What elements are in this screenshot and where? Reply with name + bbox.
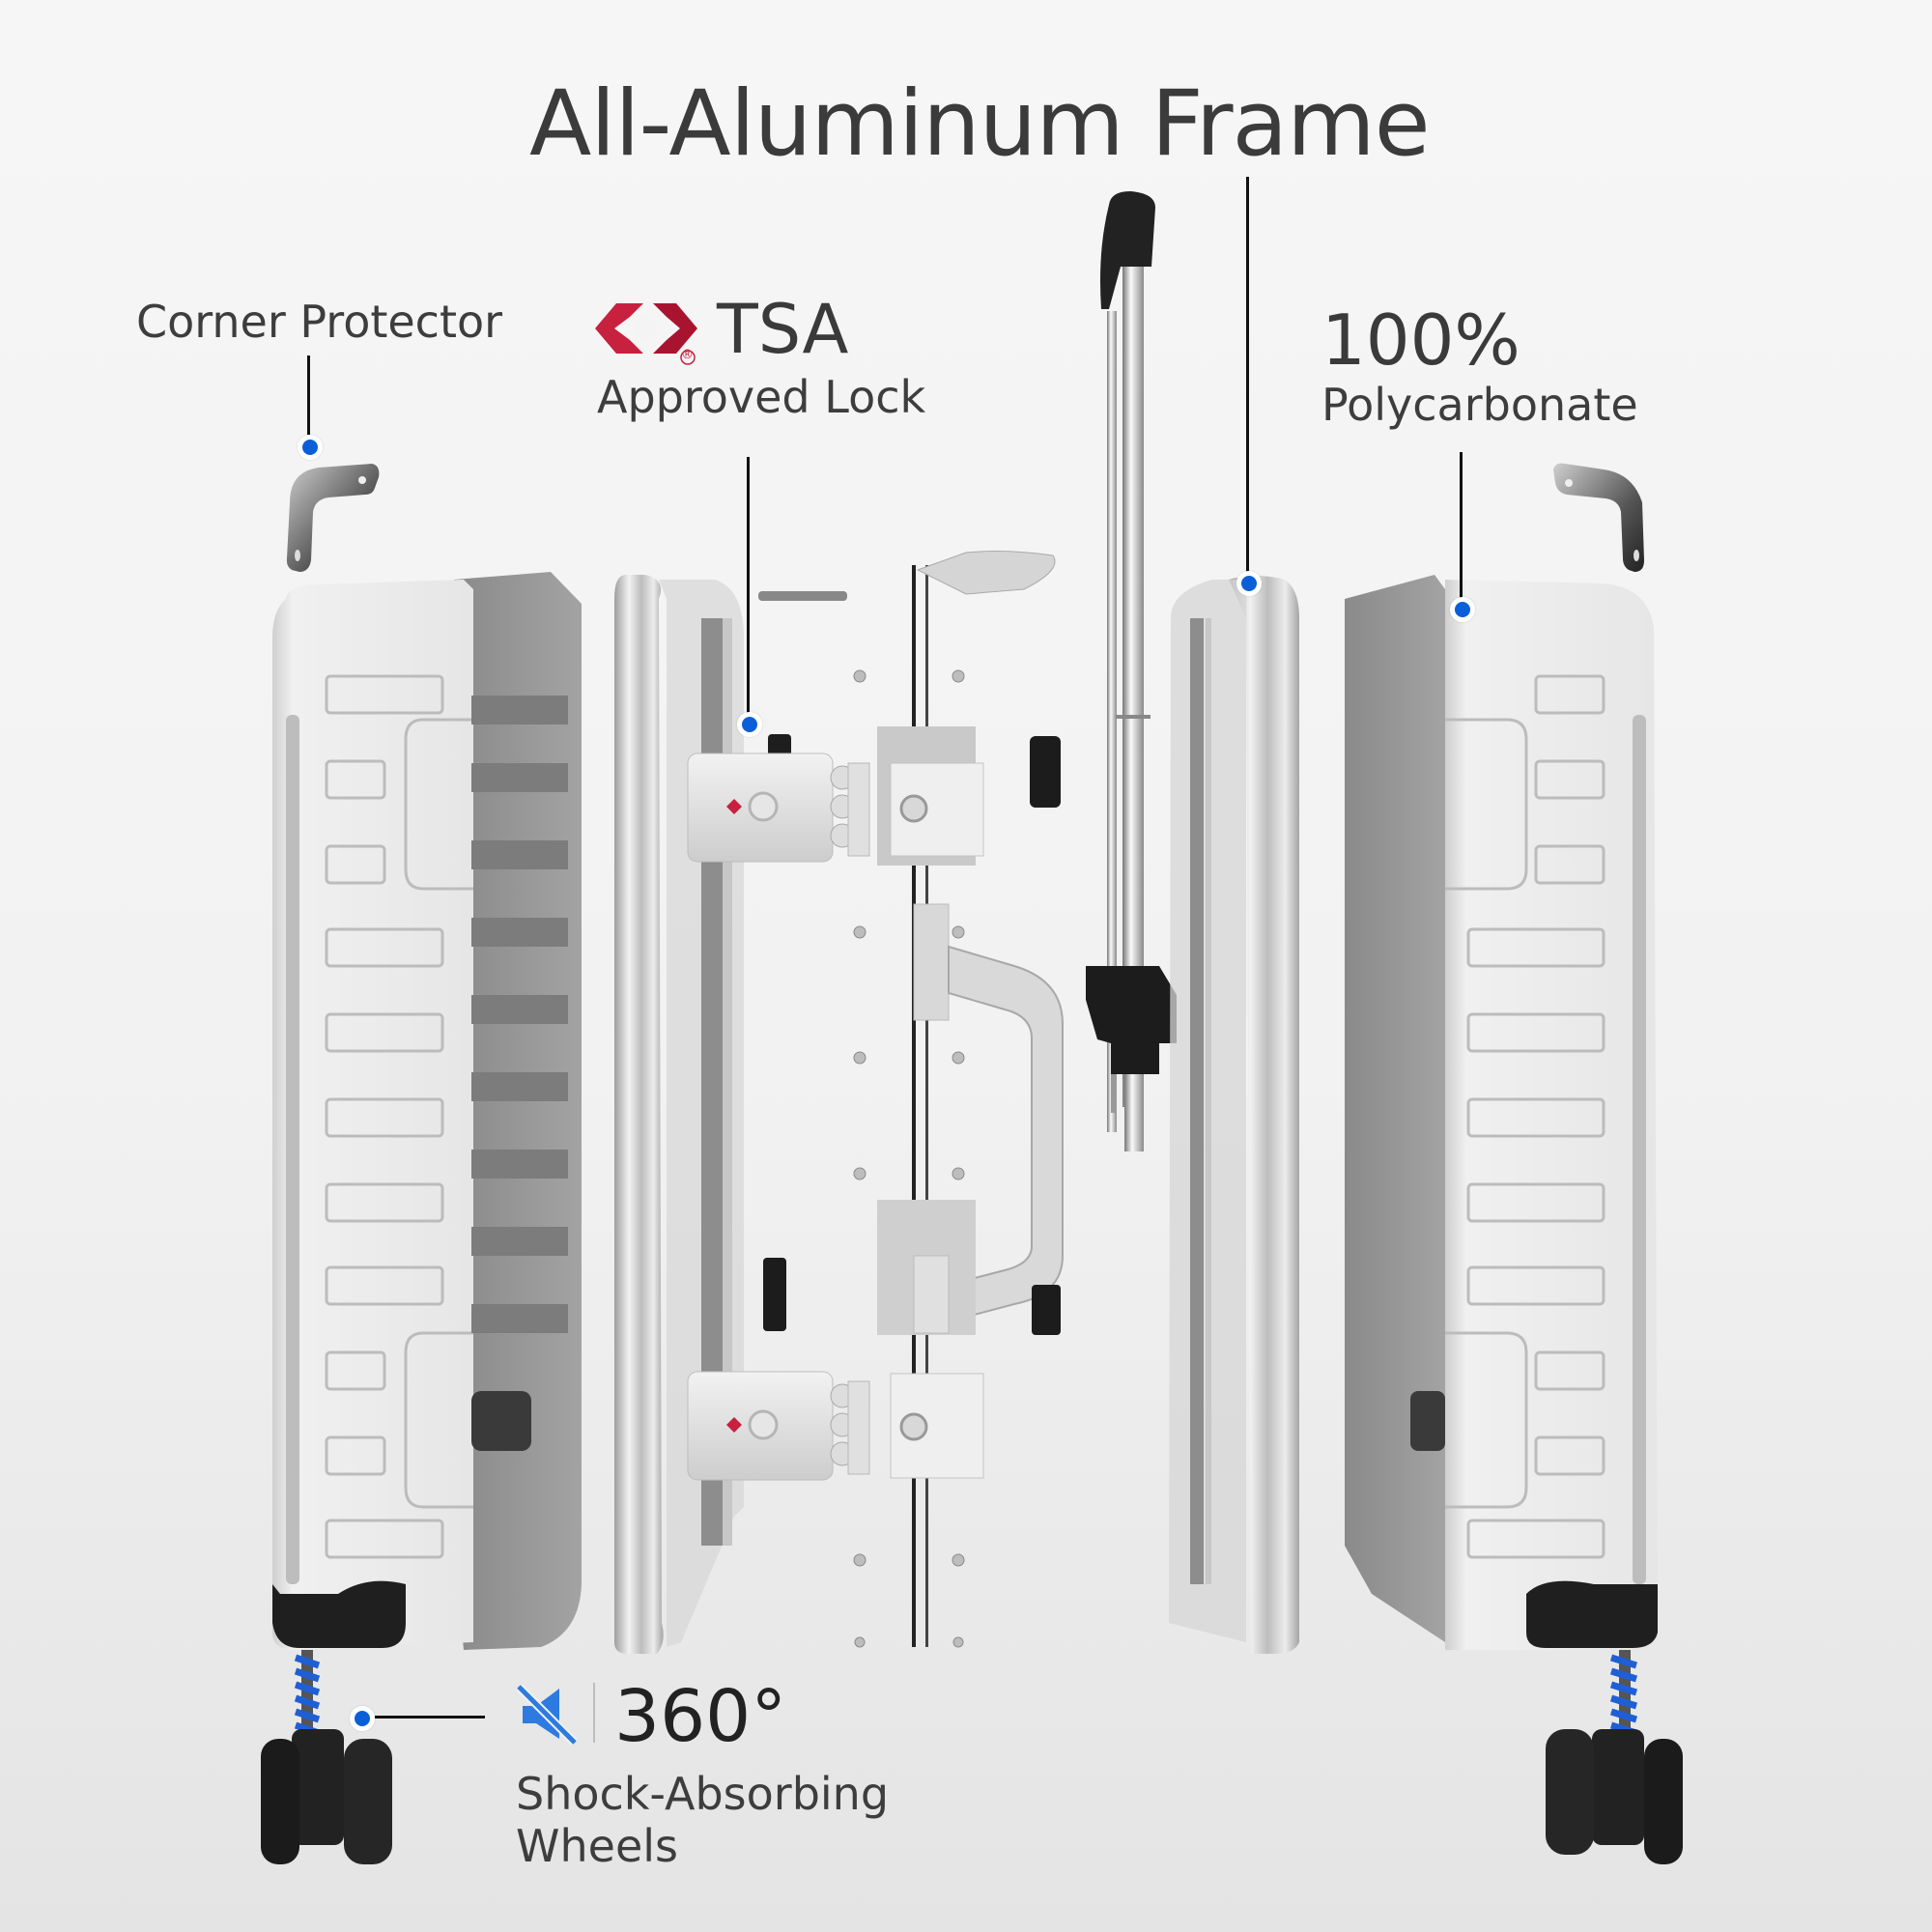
page-title: All-Aluminum Frame [529, 71, 1431, 177]
mute-speaker-icon [517, 1685, 577, 1745]
registered-mark: ® [681, 348, 694, 362]
telescoping-trolley-handle [1086, 191, 1177, 1151]
wheels-leader-line [375, 1716, 485, 1719]
wheels-callout-dot [350, 1706, 375, 1731]
right-corner-protector [1553, 463, 1644, 572]
right-spinner-wheel [1546, 1650, 1683, 1864]
tsa-lock-top [687, 726, 1061, 866]
wheels-label-line2: Wheels [516, 1820, 678, 1872]
frame-cable [912, 565, 916, 1647]
aluminum-frame-leader-line [1246, 177, 1249, 573]
tsa-leader-line [747, 457, 750, 718]
tsa-badge-text: TSA [717, 290, 849, 369]
tsa-logo-icon [595, 296, 697, 365]
left-corner-protector [286, 464, 380, 572]
right-aluminum-frame [1169, 576, 1299, 1654]
polycarbonate-label: Polycarbonate [1321, 379, 1638, 431]
side-handle [763, 903, 1064, 1335]
wheels-divider [593, 1683, 595, 1743]
left-spinner-wheel [261, 1650, 392, 1864]
rivets [853, 669, 965, 1648]
corner-protector-callout-dot [298, 435, 323, 460]
corner-protector-label: Corner Protector [136, 296, 503, 348]
left-aluminum-frame [614, 575, 744, 1654]
aluminum-frame-callout-dot [1236, 571, 1262, 596]
tsa-approved-lock-label: Approved Lock [597, 371, 926, 423]
corner-protector-leader-line [307, 355, 310, 435]
polycarbonate-callout-dot [1450, 597, 1475, 622]
polycarbonate-percent: 100% [1321, 299, 1520, 381]
tsa-callout-dot [737, 712, 762, 737]
wheels-rotation-value: 360° [614, 1675, 787, 1758]
right-shell [1345, 575, 1658, 1650]
polycarbonate-leader-line [1460, 452, 1463, 607]
wheels-label-line1: Shock-Absorbing [516, 1768, 890, 1820]
left-shell [272, 572, 582, 1650]
tsa-lock-bottom [687, 1371, 984, 1481]
